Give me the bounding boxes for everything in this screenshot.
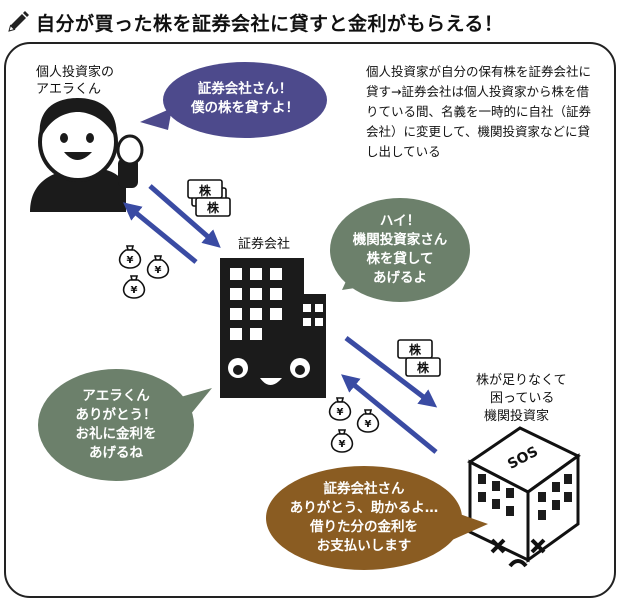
stock-tag-label-2: 株	[207, 200, 220, 215]
page-title: 自分が買った株を証券会社に貸すと金利がもらえる！	[36, 12, 504, 35]
securities-building	[220, 258, 326, 398]
individual-investor-label: 個人投資家の アエラくん	[36, 65, 115, 97]
yen-bag-icon	[330, 429, 354, 453]
pencil-icon	[8, 11, 29, 32]
bubble-securities-reply-text: ハイ！ 機関投資家さん 株を貸して あげるよ	[352, 213, 448, 286]
stock-tag-label-4: 株	[417, 360, 430, 375]
title-bar: 自分が買った株を証券会社に貸すと金利がもらえる！	[6, 4, 614, 40]
yen-bag-icon	[122, 275, 146, 299]
arrow-stock-to-securities	[148, 184, 221, 248]
stock-tags-top	[187, 179, 231, 217]
securities-label: 証券会社	[238, 237, 291, 252]
yen-bag-icon	[356, 409, 380, 433]
institutional-building	[467, 426, 581, 568]
bubble-securities-reply	[330, 198, 470, 302]
yen-bag-icon	[328, 397, 352, 421]
stock-tag-label-3: 株	[409, 342, 422, 357]
bubble-securities-thanks	[38, 369, 212, 481]
arrow-interest-to-securities	[341, 374, 438, 454]
bubble-individual-text: 証券会社さん！ 僕の株を貸すよ！	[191, 81, 299, 116]
yen-bag-icon	[118, 245, 142, 269]
bubble-institutional	[266, 466, 488, 570]
institutional-investor-label: 株が足りなくて 困っている 機関投資家	[476, 373, 567, 424]
stock-tag-label-1: 株	[199, 183, 212, 198]
arrow-interest-to-individual	[123, 202, 198, 264]
description-text: 個人投資家が自分の保有株を証券会社に貸す→証券会社は個人投資家から株を借りている…	[366, 64, 592, 159]
bubble-institutional-text: 証券会社さん ありがとう、助かるよ… 借りた分の金利を お支払いします	[289, 481, 439, 554]
individual-investor-figure	[30, 98, 144, 212]
bubble-individual	[140, 62, 327, 138]
stock-tags-bottom	[397, 339, 441, 377]
arrow-stock-to-institution	[344, 336, 438, 408]
bubble-securities-thanks-text: アエラくん ありがとう！ お礼に金利を あげるね	[75, 388, 157, 461]
yen-bag-icon	[146, 255, 170, 279]
